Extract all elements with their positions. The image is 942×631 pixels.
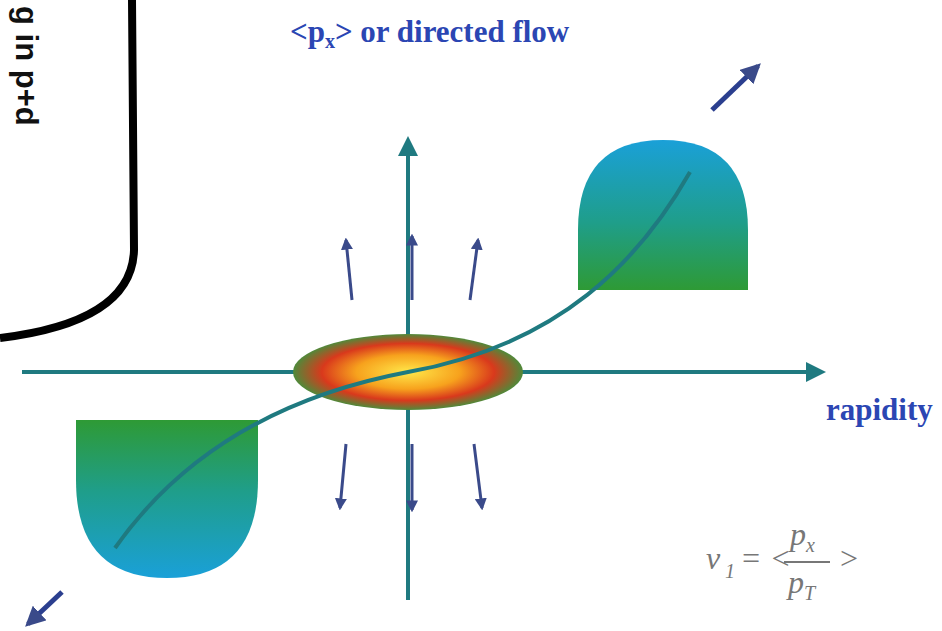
formula-subscript: T — [804, 582, 815, 605]
formula-symbol: p — [790, 516, 806, 553]
axis-title-part: < — [290, 14, 308, 49]
flow-arrow — [712, 66, 758, 110]
axis-title: <px> or directed flow — [290, 14, 569, 53]
axis-title-part: > or directed flow — [335, 14, 569, 49]
formula-subscript: 1 — [725, 560, 735, 583]
axis-title-subscript: x — [325, 30, 335, 52]
formula-symbol: = < — [740, 540, 791, 577]
formula-symbol: v — [706, 540, 720, 577]
axis-label: rapidity — [826, 392, 933, 428]
fragment-dome — [76, 420, 258, 578]
side-text: g in p+d — [8, 6, 44, 126]
formula-subscript: x — [806, 534, 815, 557]
bracket — [0, 0, 134, 338]
formula-symbol: p — [788, 564, 804, 601]
axis-label-text: rapidity — [826, 392, 933, 427]
flow-curve — [115, 172, 690, 548]
flow-arrow — [28, 592, 62, 624]
expansion-arrows — [340, 236, 482, 510]
formula-symbol: > — [838, 540, 860, 577]
axis-title-part: p — [308, 14, 325, 49]
